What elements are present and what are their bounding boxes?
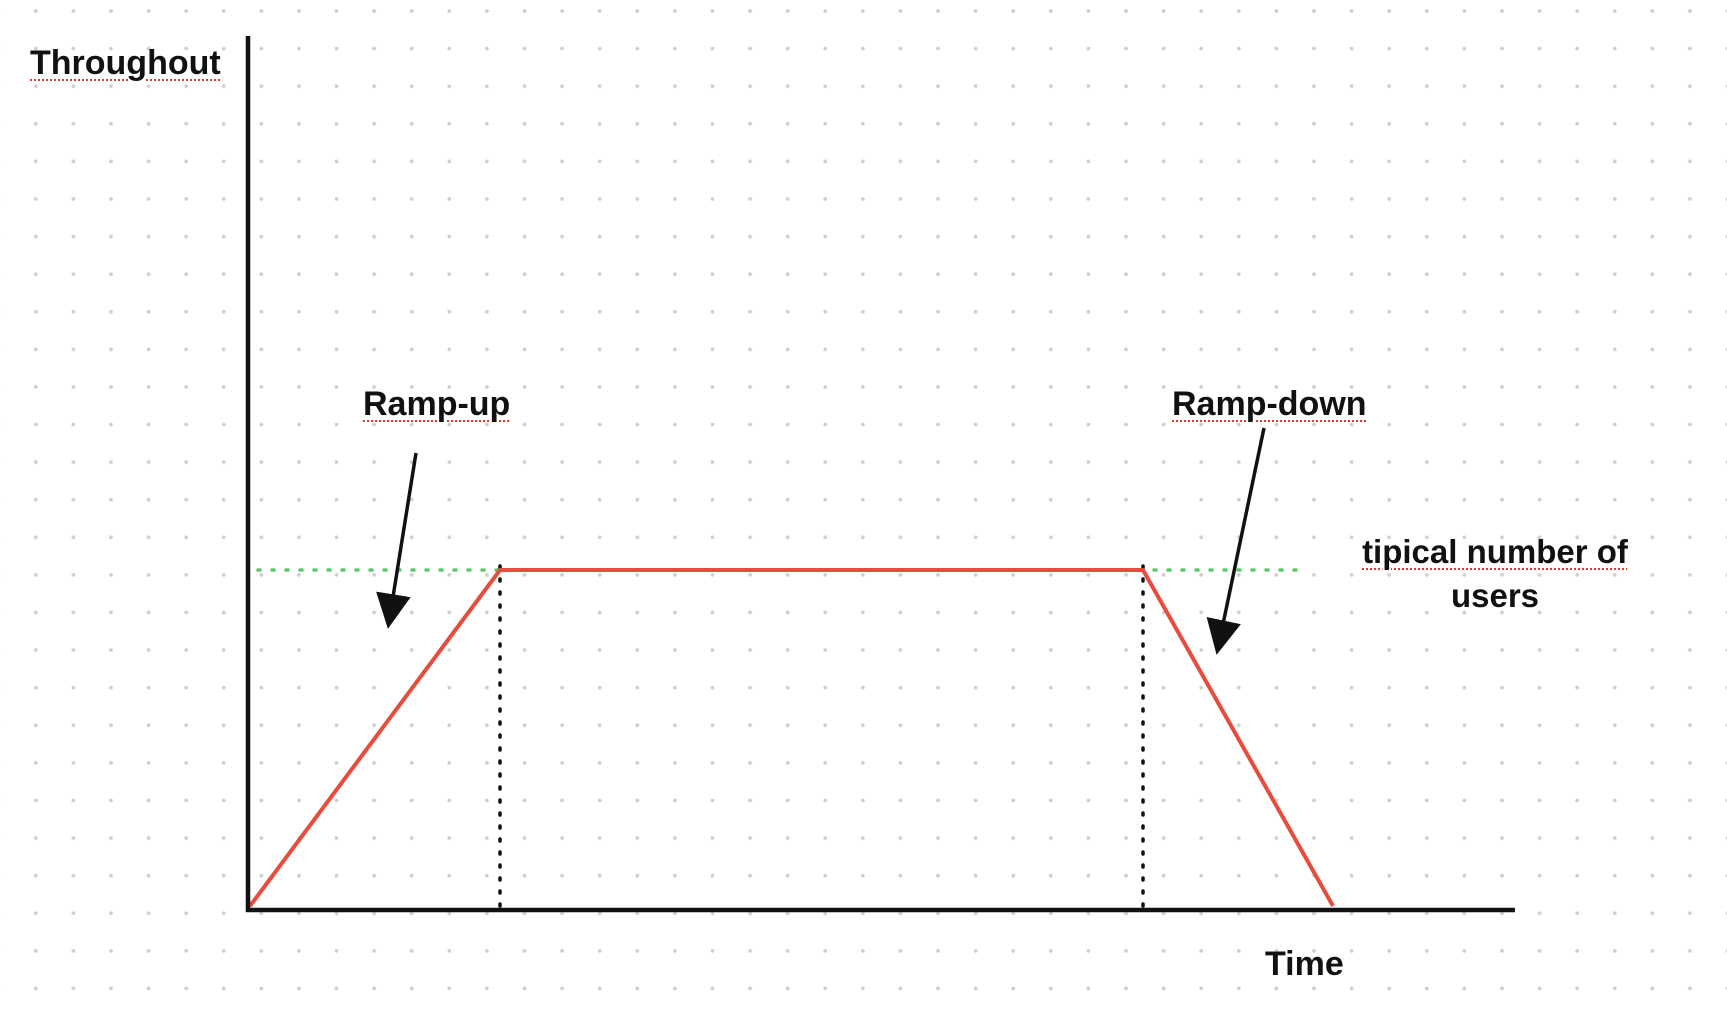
ramp-up-arrow xyxy=(376,452,418,629)
typical-users-label-line2: users xyxy=(1450,577,1540,614)
typical-users-label-line1: tipical number of xyxy=(1362,533,1628,570)
ramp-down-label: Ramp-down xyxy=(1172,385,1367,423)
ramp-up-label: Ramp-up xyxy=(363,385,511,423)
x-axis-label: Time xyxy=(1265,945,1344,983)
typical-users-label: tipical number of users xyxy=(1330,530,1660,618)
load-profile-line xyxy=(248,568,1335,908)
ramp-down-arrow xyxy=(1206,427,1266,655)
y-axis-label: Throughout xyxy=(30,44,221,82)
